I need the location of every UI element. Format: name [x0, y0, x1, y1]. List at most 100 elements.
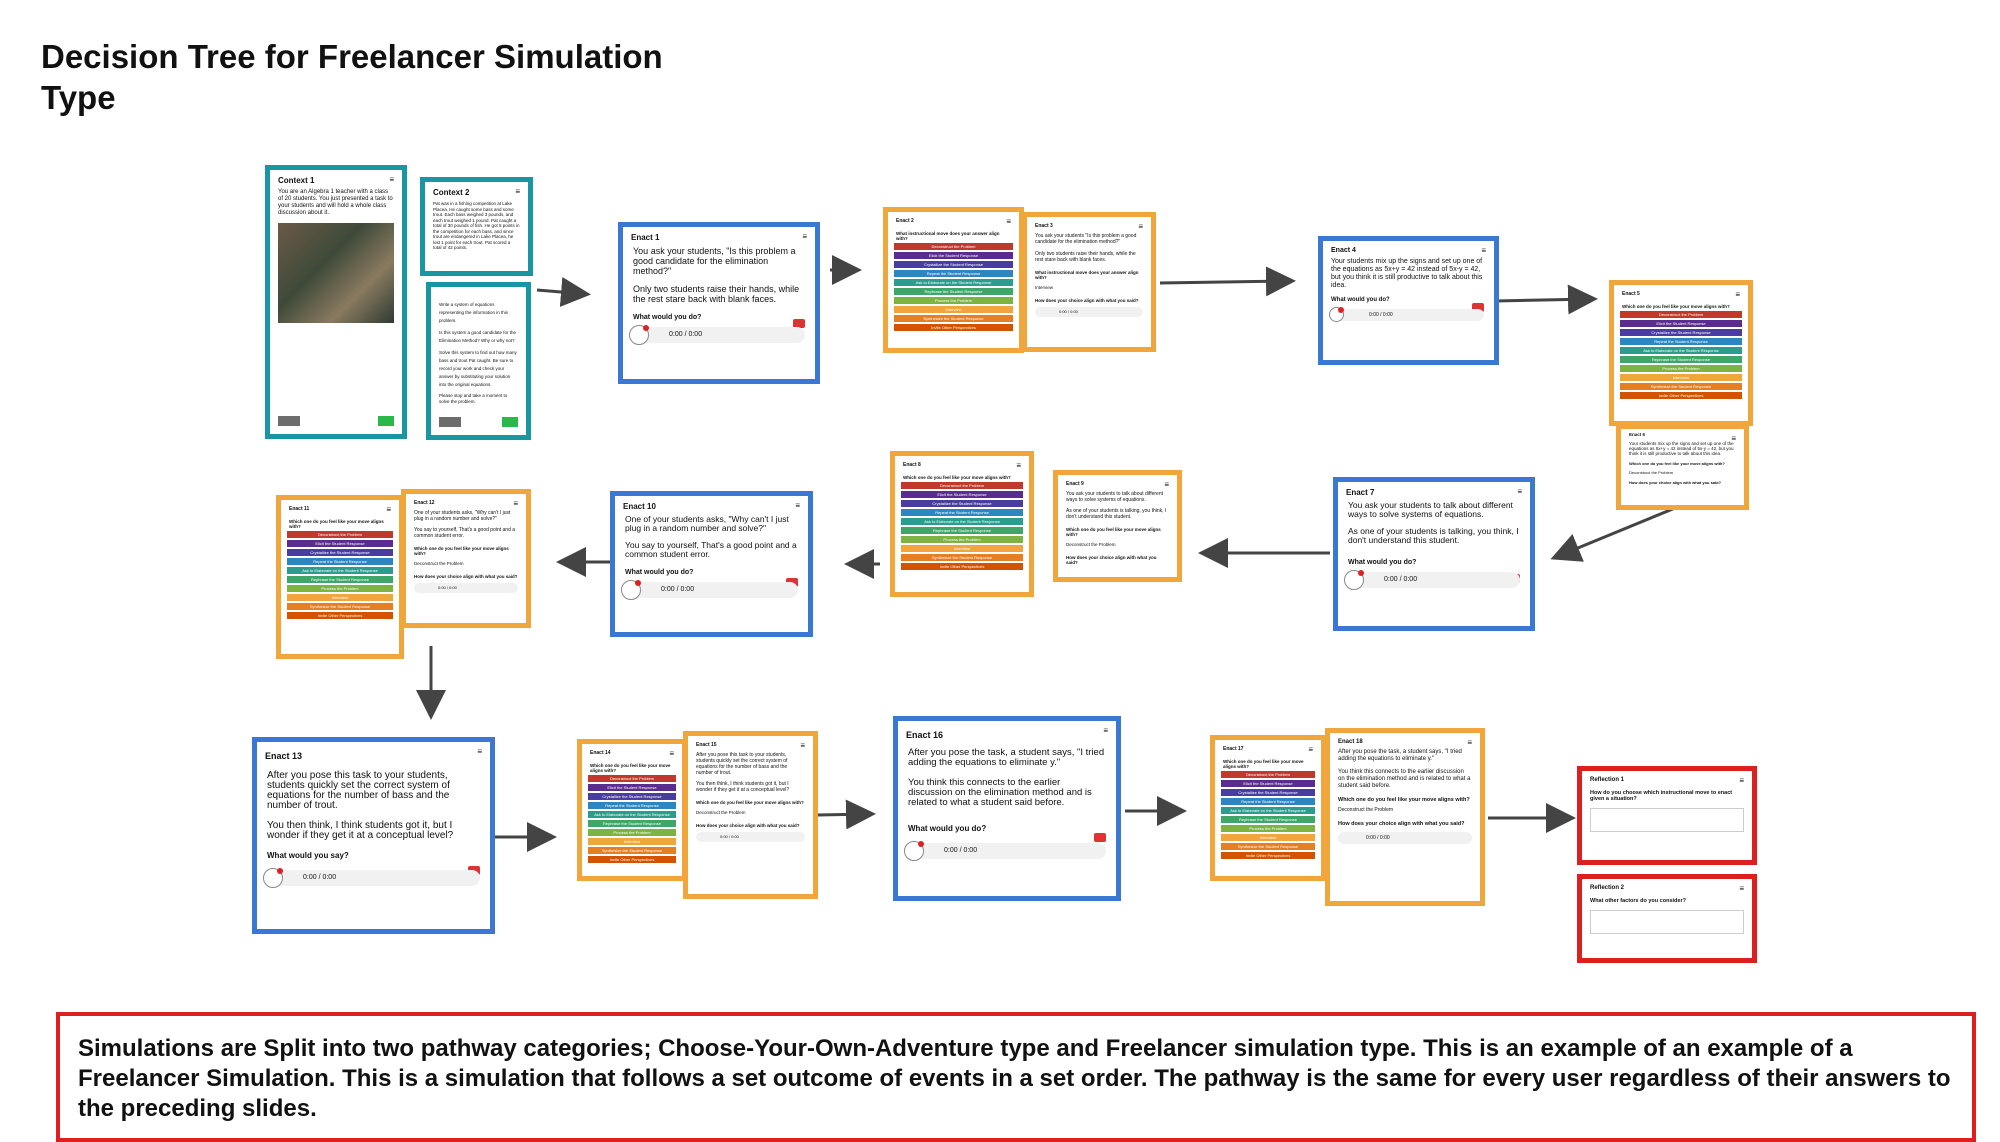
move-option-bar[interactable]: Elicit the Student Response — [287, 540, 393, 547]
move-option-bar[interactable]: Invite Other Perspectives — [1620, 392, 1742, 399]
move-option-bar[interactable]: Synthesize the Student Response — [287, 603, 393, 610]
move-option-bar[interactable]: Synthesize the Student Response — [901, 554, 1023, 561]
audio-player[interactable]: 0:00 / 0:00 — [1333, 309, 1484, 321]
move-option-bar[interactable]: Synthesize the Student Response — [1221, 843, 1315, 850]
audio-player[interactable]: 0:00 / 0:00 — [1338, 832, 1472, 844]
menu-icon[interactable]: ≡ — [1739, 776, 1744, 785]
move-option-bar[interactable]: Ask to Elaborate on the Student Response — [287, 567, 393, 574]
microphone-icon[interactable] — [904, 841, 924, 861]
menu-icon[interactable]: ≡ — [513, 499, 518, 508]
move-option-bar[interactable]: Interview — [1221, 834, 1315, 841]
move-option-bar[interactable]: Process the Problem — [1221, 825, 1315, 832]
move-option-bar[interactable]: Process the Problem — [901, 536, 1023, 543]
move-option-bar[interactable]: Deconstruct the Problem — [588, 775, 676, 782]
move-option-bar[interactable]: Invite Other Perspectives — [901, 563, 1023, 570]
move-option-bar[interactable]: Crystallize the Student Response — [894, 261, 1013, 268]
move-option-bar[interactable]: Invite Other Perspectives — [894, 324, 1013, 331]
answer-textarea[interactable] — [1590, 910, 1744, 934]
menu-icon[interactable]: ≡ — [1739, 884, 1744, 893]
move-option-bar[interactable]: Ask to Elaborate on the Student Response — [1221, 807, 1315, 814]
audio-player[interactable]: 0:00 / 0:00 — [908, 843, 1106, 859]
move-option-bar[interactable]: Rephrase the Student Response — [894, 288, 1013, 295]
move-option-bar[interactable]: Crystallize the Student Response — [588, 793, 676, 800]
move-option-bar[interactable]: Crystallize the Student Response — [1221, 789, 1315, 796]
move-option-bar[interactable]: Repeat the Student Response — [1221, 798, 1315, 805]
move-option-bar[interactable]: Repeat the Student Response — [901, 509, 1023, 516]
next-button[interactable] — [378, 416, 394, 426]
move-option-bar[interactable]: Rephrase the Student Response — [287, 576, 393, 583]
audio-player[interactable]: 0:00 / 0:00 — [696, 832, 805, 842]
menu-icon[interactable]: ≡ — [800, 741, 805, 750]
next-button[interactable] — [502, 417, 518, 427]
move-option-bar[interactable]: Synthesize the Student Response — [894, 315, 1013, 322]
move-option-bar[interactable]: Synthesize the Student Response — [1620, 383, 1742, 390]
menu-icon[interactable]: ≡ — [1138, 222, 1143, 231]
move-option-bar[interactable]: Rephrase the Student Response — [1221, 816, 1315, 823]
move-option-bar[interactable]: Interview — [287, 594, 393, 601]
microphone-icon[interactable] — [1344, 570, 1364, 590]
move-option-bar[interactable]: Deconstruct the Problem — [1620, 311, 1742, 318]
move-option-bar[interactable]: Rephrase the Student Response — [588, 820, 676, 827]
menu-icon[interactable]: ≡ — [669, 749, 674, 758]
menu-icon[interactable]: ≡ — [1016, 461, 1021, 470]
menu-icon[interactable]: ≡ — [1735, 290, 1740, 299]
audio-player[interactable]: 0:00 / 0:00 — [625, 582, 798, 598]
menu-icon[interactable]: ≡ — [477, 747, 482, 756]
menu-icon[interactable]: ≡ — [1481, 246, 1486, 255]
move-option-bar[interactable]: Process the Problem — [1620, 365, 1742, 372]
move-option-bar[interactable]: Rephrase the Student Response — [1620, 356, 1742, 363]
menu-icon[interactable]: ≡ — [1731, 434, 1736, 443]
menu-icon[interactable]: ≡ — [386, 505, 391, 514]
move-option-bar[interactable]: Process the Problem — [588, 829, 676, 836]
move-option-bar[interactable]: Process the Problem — [287, 585, 393, 592]
move-option-bar[interactable]: Elicit the Student Response — [588, 784, 676, 791]
move-option-bar[interactable]: Process the Problem — [894, 297, 1013, 304]
microphone-icon[interactable] — [629, 325, 649, 345]
menu-icon[interactable]: ≡ — [389, 175, 394, 184]
move-option-bar[interactable]: Ask to Elaborate on the Student Response — [1620, 347, 1742, 354]
move-option-bar[interactable]: Interview — [901, 545, 1023, 552]
move-option-bar[interactable]: Crystallize the Student Response — [1620, 329, 1742, 336]
menu-icon[interactable]: ≡ — [795, 501, 800, 510]
menu-icon[interactable]: ≡ — [1164, 480, 1169, 489]
move-option-bar[interactable]: Crystallize the Student Response — [901, 500, 1023, 507]
menu-icon[interactable]: ≡ — [1517, 487, 1522, 496]
move-option-bar[interactable]: Elicit the Student Response — [894, 252, 1013, 259]
move-option-bar[interactable]: Invite Other Perspectives — [588, 856, 676, 863]
move-option-bar[interactable]: Interview — [894, 306, 1013, 313]
audio-player[interactable]: 0:00 / 0:00 — [1035, 307, 1143, 317]
move-option-bar[interactable]: Repeat the Student Response — [894, 270, 1013, 277]
move-option-bar[interactable]: Ask to Elaborate on the Student Response — [901, 518, 1023, 525]
microphone-icon[interactable] — [621, 580, 641, 600]
move-option-bar[interactable]: Ask to Elaborate on the Student Response — [588, 811, 676, 818]
menu-icon[interactable]: ≡ — [1103, 726, 1108, 735]
move-option-bar[interactable]: Repeat the Student Response — [287, 558, 393, 565]
microphone-icon[interactable] — [1329, 307, 1344, 322]
move-option-bar[interactable]: Elicit the Student Response — [901, 491, 1023, 498]
move-option-bar[interactable]: Synthesize the Student Response — [588, 847, 676, 854]
move-option-bar[interactable]: Interview — [588, 838, 676, 845]
audio-player[interactable]: 0:00 / 0:00 — [1348, 572, 1520, 588]
move-option-bar[interactable]: Elicit the Student Response — [1221, 780, 1315, 787]
move-option-bar[interactable]: Deconstruct the Problem — [901, 482, 1023, 489]
audio-player[interactable]: 0:00 / 0:00 — [414, 583, 518, 593]
move-option-bar[interactable]: Deconstruct the Problem — [894, 243, 1013, 250]
menu-icon[interactable]: ≡ — [1308, 745, 1313, 754]
audio-player[interactable]: 0:00 / 0:00 — [267, 870, 480, 886]
move-option-bar[interactable]: Repeat the Student Response — [588, 802, 676, 809]
menu-icon[interactable]: ≡ — [515, 187, 520, 196]
move-option-bar[interactable]: Elicit the Student Response — [1620, 320, 1742, 327]
move-option-bar[interactable]: Ask to Elaborate on the Student Response — [894, 279, 1013, 286]
move-option-bar[interactable]: Invite Other Perspectives — [287, 612, 393, 619]
move-option-bar[interactable]: Deconstruct the Problem — [287, 531, 393, 538]
move-option-bar[interactable]: Invite Other Perspectives — [1221, 852, 1315, 859]
menu-icon[interactable]: ≡ — [802, 232, 807, 241]
record-icon[interactable] — [1094, 833, 1106, 842]
previous-button[interactable] — [278, 416, 300, 426]
menu-icon[interactable]: ≡ — [1467, 738, 1472, 747]
move-option-bar[interactable]: Repeat the Student Response — [1620, 338, 1742, 345]
audio-player[interactable]: 0:00 / 0:00 — [633, 327, 805, 343]
move-option-bar[interactable]: Interview — [1620, 374, 1742, 381]
answer-textarea[interactable] — [1590, 808, 1744, 832]
microphone-icon[interactable] — [263, 868, 283, 888]
